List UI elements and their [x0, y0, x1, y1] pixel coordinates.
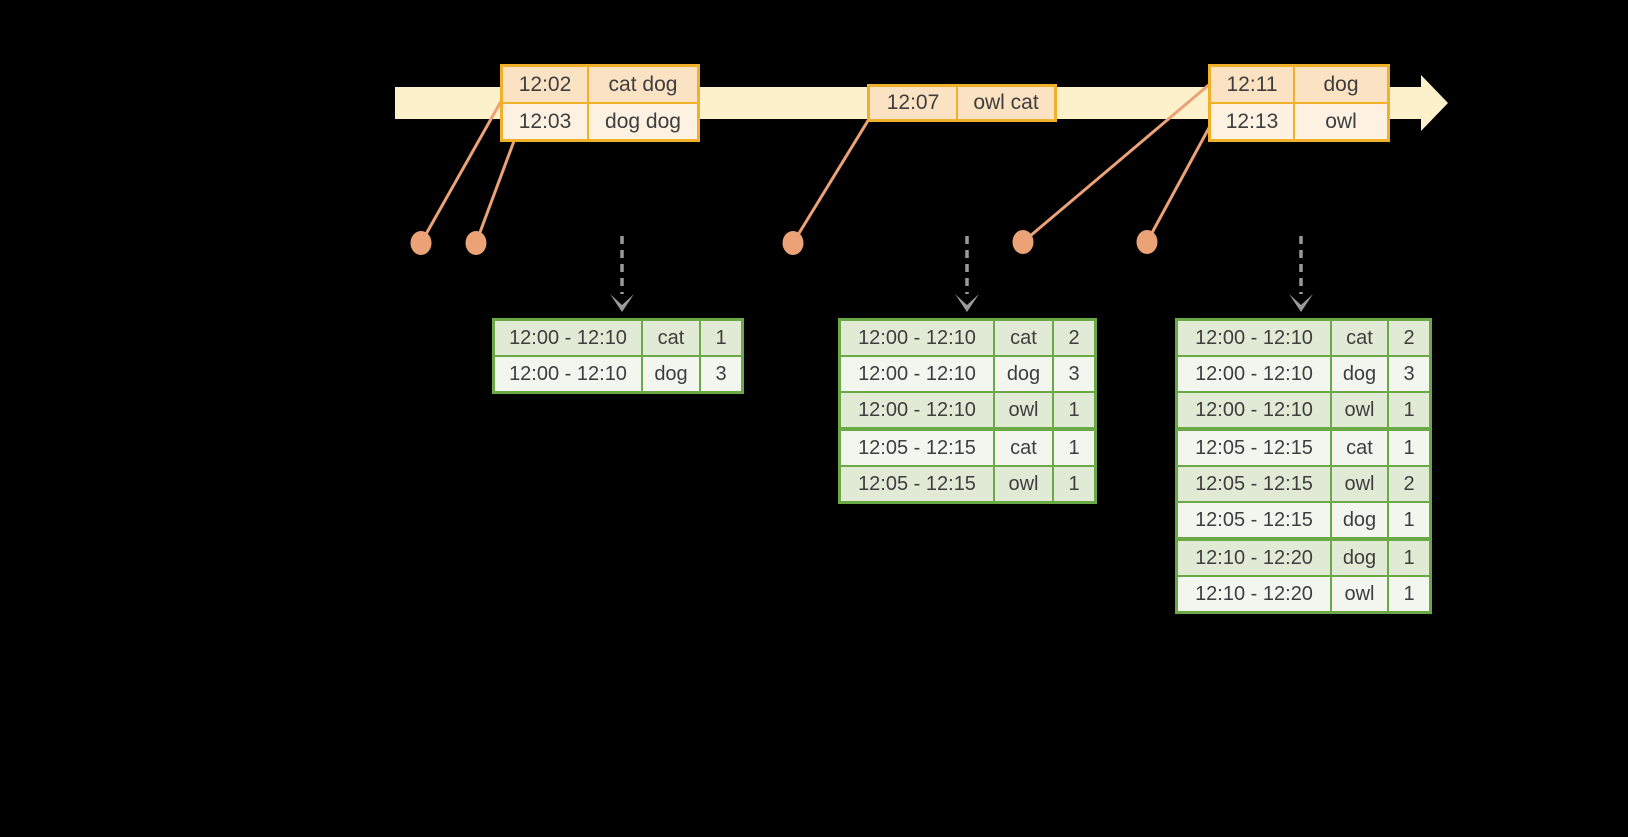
result-table: 12:00 - 12:10 cat 2 12:00 - 12:10 dog 3 …: [1175, 318, 1432, 614]
count-cell: 1: [1389, 503, 1429, 537]
trigger-arrows: [620, 236, 1303, 294]
event-words-cell: dog: [1295, 67, 1387, 102]
count-cell: 2: [1389, 321, 1429, 355]
window-cell: 12:00 - 12:10: [495, 357, 641, 391]
event-time-cell: 12:07: [870, 87, 956, 119]
count-cell: 1: [1389, 541, 1429, 575]
count-cell: 3: [1389, 357, 1429, 391]
count-cell: 1: [1054, 431, 1094, 465]
table-row: 12:00 - 12:10 dog 3: [841, 357, 1094, 391]
window-cell: 12:00 - 12:10: [1178, 357, 1330, 391]
table-row: 12:05 - 12:15 owl 2: [1178, 467, 1429, 501]
count-cell: 1: [701, 321, 741, 355]
table-row: 12:05 - 12:15 owl 1: [841, 467, 1094, 501]
count-cell: 1: [1389, 431, 1429, 465]
count-cell: 1: [1054, 393, 1094, 427]
event-dot: [1012, 230, 1034, 254]
window-cell: 12:05 - 12:15: [841, 431, 993, 465]
event-dots: [410, 230, 1158, 255]
word-cell: dog: [1332, 503, 1387, 537]
event-record-table: 12:02 cat dog 12:03 dog dog: [500, 64, 700, 142]
leader-line: [1145, 125, 1212, 243]
count-cell: 3: [701, 357, 741, 391]
event-dot: [465, 231, 487, 255]
leader-lines: [419, 81, 1212, 244]
table-row: 12:02 cat dog: [503, 67, 697, 102]
window-cell: 12:00 - 12:10: [1178, 393, 1330, 427]
event-time-cell: 12:02: [503, 67, 587, 102]
window-cell: 12:05 - 12:15: [841, 467, 993, 501]
trigger-arrowheads: [610, 294, 1313, 312]
word-cell: dog: [1332, 357, 1387, 391]
word-cell: cat: [1332, 321, 1387, 355]
table-row: 12:00 - 12:10 owl 1: [841, 393, 1094, 427]
table-row: 12:03 dog dog: [503, 104, 697, 139]
count-cell: 1: [1389, 577, 1429, 611]
event-time-cell: 12:03: [503, 104, 587, 139]
event-words-cell: dog dog: [589, 104, 697, 139]
result-table: 12:00 - 12:10 cat 1 12:00 - 12:10 dog 3: [492, 318, 744, 394]
event-dot: [1136, 230, 1158, 254]
table-row: 12:00 - 12:10 dog 3: [1178, 357, 1429, 391]
window-cell: 12:00 - 12:10: [495, 321, 641, 355]
word-cell: dog: [643, 357, 699, 391]
event-record-table: 12:07 owl cat: [867, 84, 1057, 122]
window-cell: 12:05 - 12:15: [1178, 503, 1330, 537]
leader-line: [791, 118, 871, 244]
table-row: 12:00 - 12:10 cat 1: [495, 321, 741, 355]
table-row: 12:07 owl cat: [870, 87, 1054, 119]
word-cell: cat: [995, 321, 1052, 355]
word-cell: owl: [995, 393, 1052, 427]
count-cell: 2: [1054, 321, 1094, 355]
result-table: 12:00 - 12:10 cat 2 12:00 - 12:10 dog 3 …: [838, 318, 1097, 504]
table-row: 12:10 - 12:20 owl 1: [1178, 577, 1429, 611]
event-time-cell: 12:13: [1211, 104, 1293, 139]
event-dot: [782, 231, 804, 255]
window-cell: 12:10 - 12:20: [1178, 541, 1330, 575]
arrowhead-icon: [1289, 294, 1313, 312]
window-cell: 12:05 - 12:15: [1178, 467, 1330, 501]
table-row: 12:13 owl: [1211, 104, 1387, 139]
word-cell: cat: [995, 431, 1052, 465]
window-cell: 12:00 - 12:10: [841, 321, 993, 355]
window-cell: 12:05 - 12:15: [1178, 431, 1330, 465]
word-cell: dog: [995, 357, 1052, 391]
table-row: 12:11 dog: [1211, 67, 1387, 102]
event-words-cell: cat dog: [589, 67, 697, 102]
event-words-cell: owl cat: [958, 87, 1054, 119]
event-record-table: 12:11 dog 12:13 owl: [1208, 64, 1390, 142]
window-cell: 12:00 - 12:10: [841, 357, 993, 391]
table-row: 12:00 - 12:10 owl 1: [1178, 393, 1429, 427]
arrowhead-icon: [610, 294, 634, 312]
word-cell: cat: [1332, 431, 1387, 465]
window-cell: 12:10 - 12:20: [1178, 577, 1330, 611]
word-cell: dog: [1332, 541, 1387, 575]
count-cell: 2: [1389, 467, 1429, 501]
event-words-cell: owl: [1295, 104, 1387, 139]
event-dot: [410, 231, 432, 255]
count-cell: 3: [1054, 357, 1094, 391]
word-cell: owl: [1332, 393, 1387, 427]
table-row: 12:05 - 12:15 cat 1: [841, 431, 1094, 465]
table-row: 12:05 - 12:15 cat 1: [1178, 431, 1429, 465]
leader-line: [1022, 81, 1212, 244]
count-cell: 1: [1054, 467, 1094, 501]
leader-line: [474, 140, 516, 244]
word-cell: owl: [995, 467, 1052, 501]
word-cell: owl: [1332, 467, 1387, 501]
arrowhead-icon: [955, 294, 979, 312]
window-cell: 12:00 - 12:10: [841, 393, 993, 427]
event-time-cell: 12:11: [1211, 67, 1293, 102]
word-cell: owl: [1332, 577, 1387, 611]
table-row: 12:05 - 12:15 dog 1: [1178, 503, 1429, 537]
word-cell: cat: [643, 321, 699, 355]
table-row: 12:00 - 12:10 cat 2: [1178, 321, 1429, 355]
table-row: 12:10 - 12:20 dog 1: [1178, 541, 1429, 575]
table-row: 12:00 - 12:10 dog 3: [495, 357, 741, 391]
leader-line: [419, 95, 506, 244]
count-cell: 1: [1389, 393, 1429, 427]
table-row: 12:00 - 12:10 cat 2: [841, 321, 1094, 355]
window-cell: 12:00 - 12:10: [1178, 321, 1330, 355]
